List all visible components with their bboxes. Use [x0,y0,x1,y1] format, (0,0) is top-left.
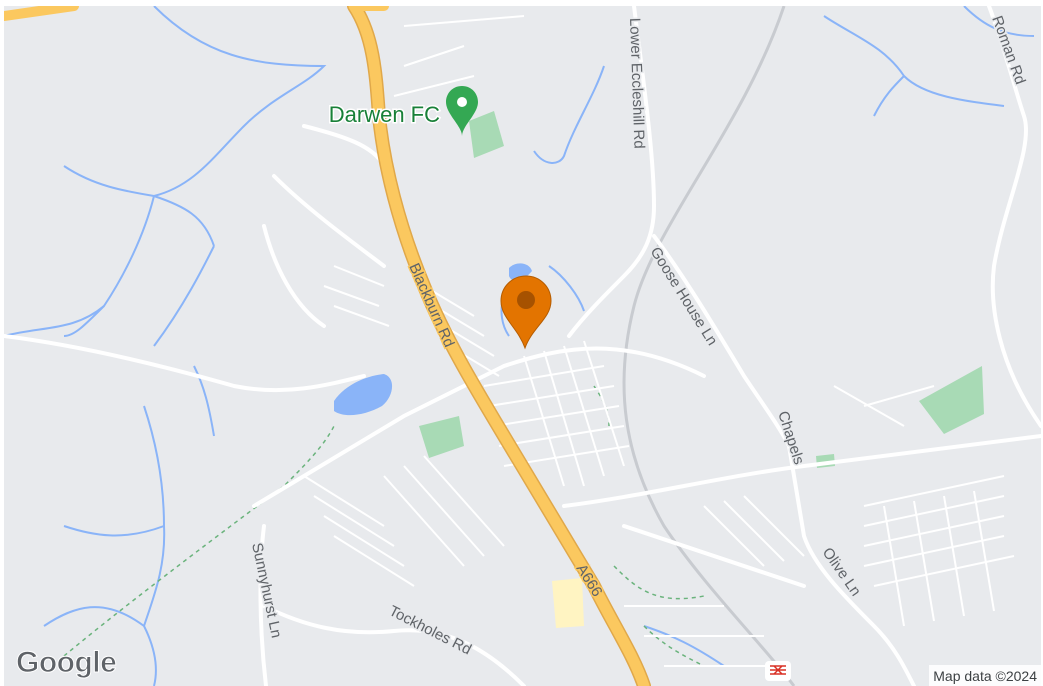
minor-roads [4,6,1041,686]
location-marker-icon[interactable] [500,275,552,350]
google-logo[interactable]: Google [15,646,117,680]
water-features [4,6,1035,686]
map-canvas[interactable]: Blackburn Rd A666 Lower Eccleshill Rd Go… [4,6,1041,686]
road-label-roman-rd: Roman Rd [988,14,1028,87]
road-label-chapels: Chapels [774,409,807,467]
road-label-blackburn-rd: Blackburn Rd [405,261,457,350]
map-attribution[interactable]: Map data ©2024 [929,665,1041,686]
primary-road [4,6,651,686]
rail-line [622,6,796,686]
rail-station-icon[interactable] [765,661,791,681]
place-pin-icon [446,86,478,136]
footpaths [63,385,705,667]
map-base: Blackburn Rd A666 Lower Eccleshill Rd Go… [4,6,1041,686]
parks [419,111,984,628]
road-label-lower-eccleshill-rd: Lower Eccleshill Rd [626,18,648,149]
road-label-sunnyhurst-ln: Sunnyhurst Ln [248,541,285,639]
road-label-goose-house-ln: Goose House Ln [647,244,721,348]
residential-streets [303,15,1015,667]
poi-darwen-fc[interactable]: Darwen FC [327,86,478,136]
poi-label: Darwen FC [329,102,440,127]
